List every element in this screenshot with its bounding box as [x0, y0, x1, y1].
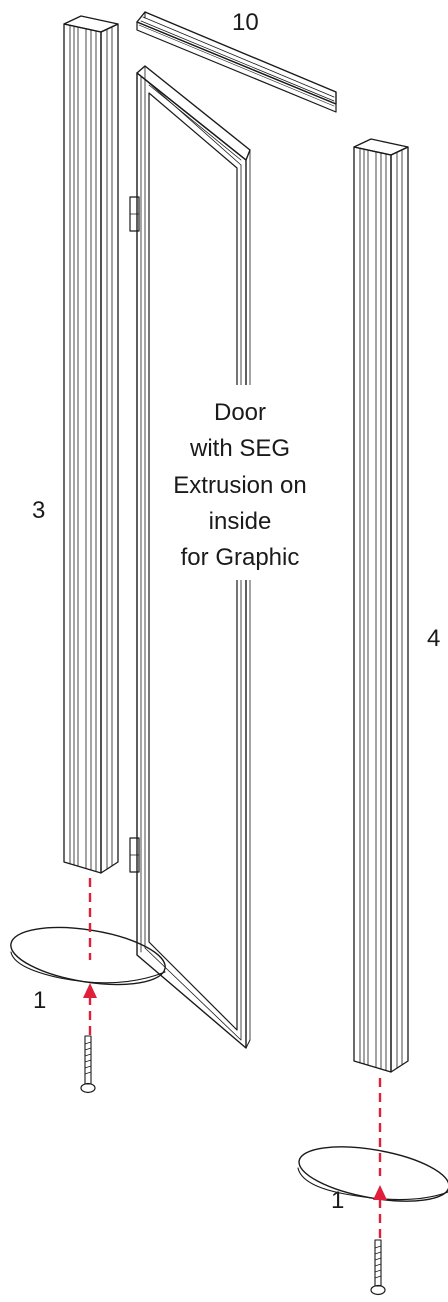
door-note: Door with SEG Extrusion on inside for Gr…: [173, 399, 306, 571]
base-plate-left: [10, 926, 166, 986]
door-note-line5: for Graphic: [181, 544, 300, 571]
part-label-4: 4: [427, 625, 440, 652]
part-label-3: 3: [32, 497, 45, 524]
hinge-bottom: [129, 837, 140, 873]
left-post: [63, 15, 119, 874]
door-note-line4: inside: [209, 508, 272, 535]
door-note-line3: Extrusion on: [173, 472, 306, 499]
screw-right: [370, 1239, 386, 1296]
header-bar: [136, 11, 337, 113]
screw-left: [80, 1035, 96, 1094]
hinge-top: [129, 196, 140, 232]
alignment-arrow-right: [373, 1078, 387, 1238]
part-label-1-left: 1: [33, 987, 46, 1014]
part-label-10: 10: [232, 9, 259, 36]
right-post: [353, 138, 409, 1073]
door-note-background: [155, 385, 325, 580]
door-note-line2: with SEG: [189, 435, 290, 462]
base-plate-right: [297, 1146, 448, 1202]
part-label-1-right: 1: [331, 1187, 344, 1214]
alignment-arrow-left: [83, 878, 97, 1035]
door-note-line1: Door: [214, 399, 266, 426]
door-frame: [129, 65, 251, 1049]
